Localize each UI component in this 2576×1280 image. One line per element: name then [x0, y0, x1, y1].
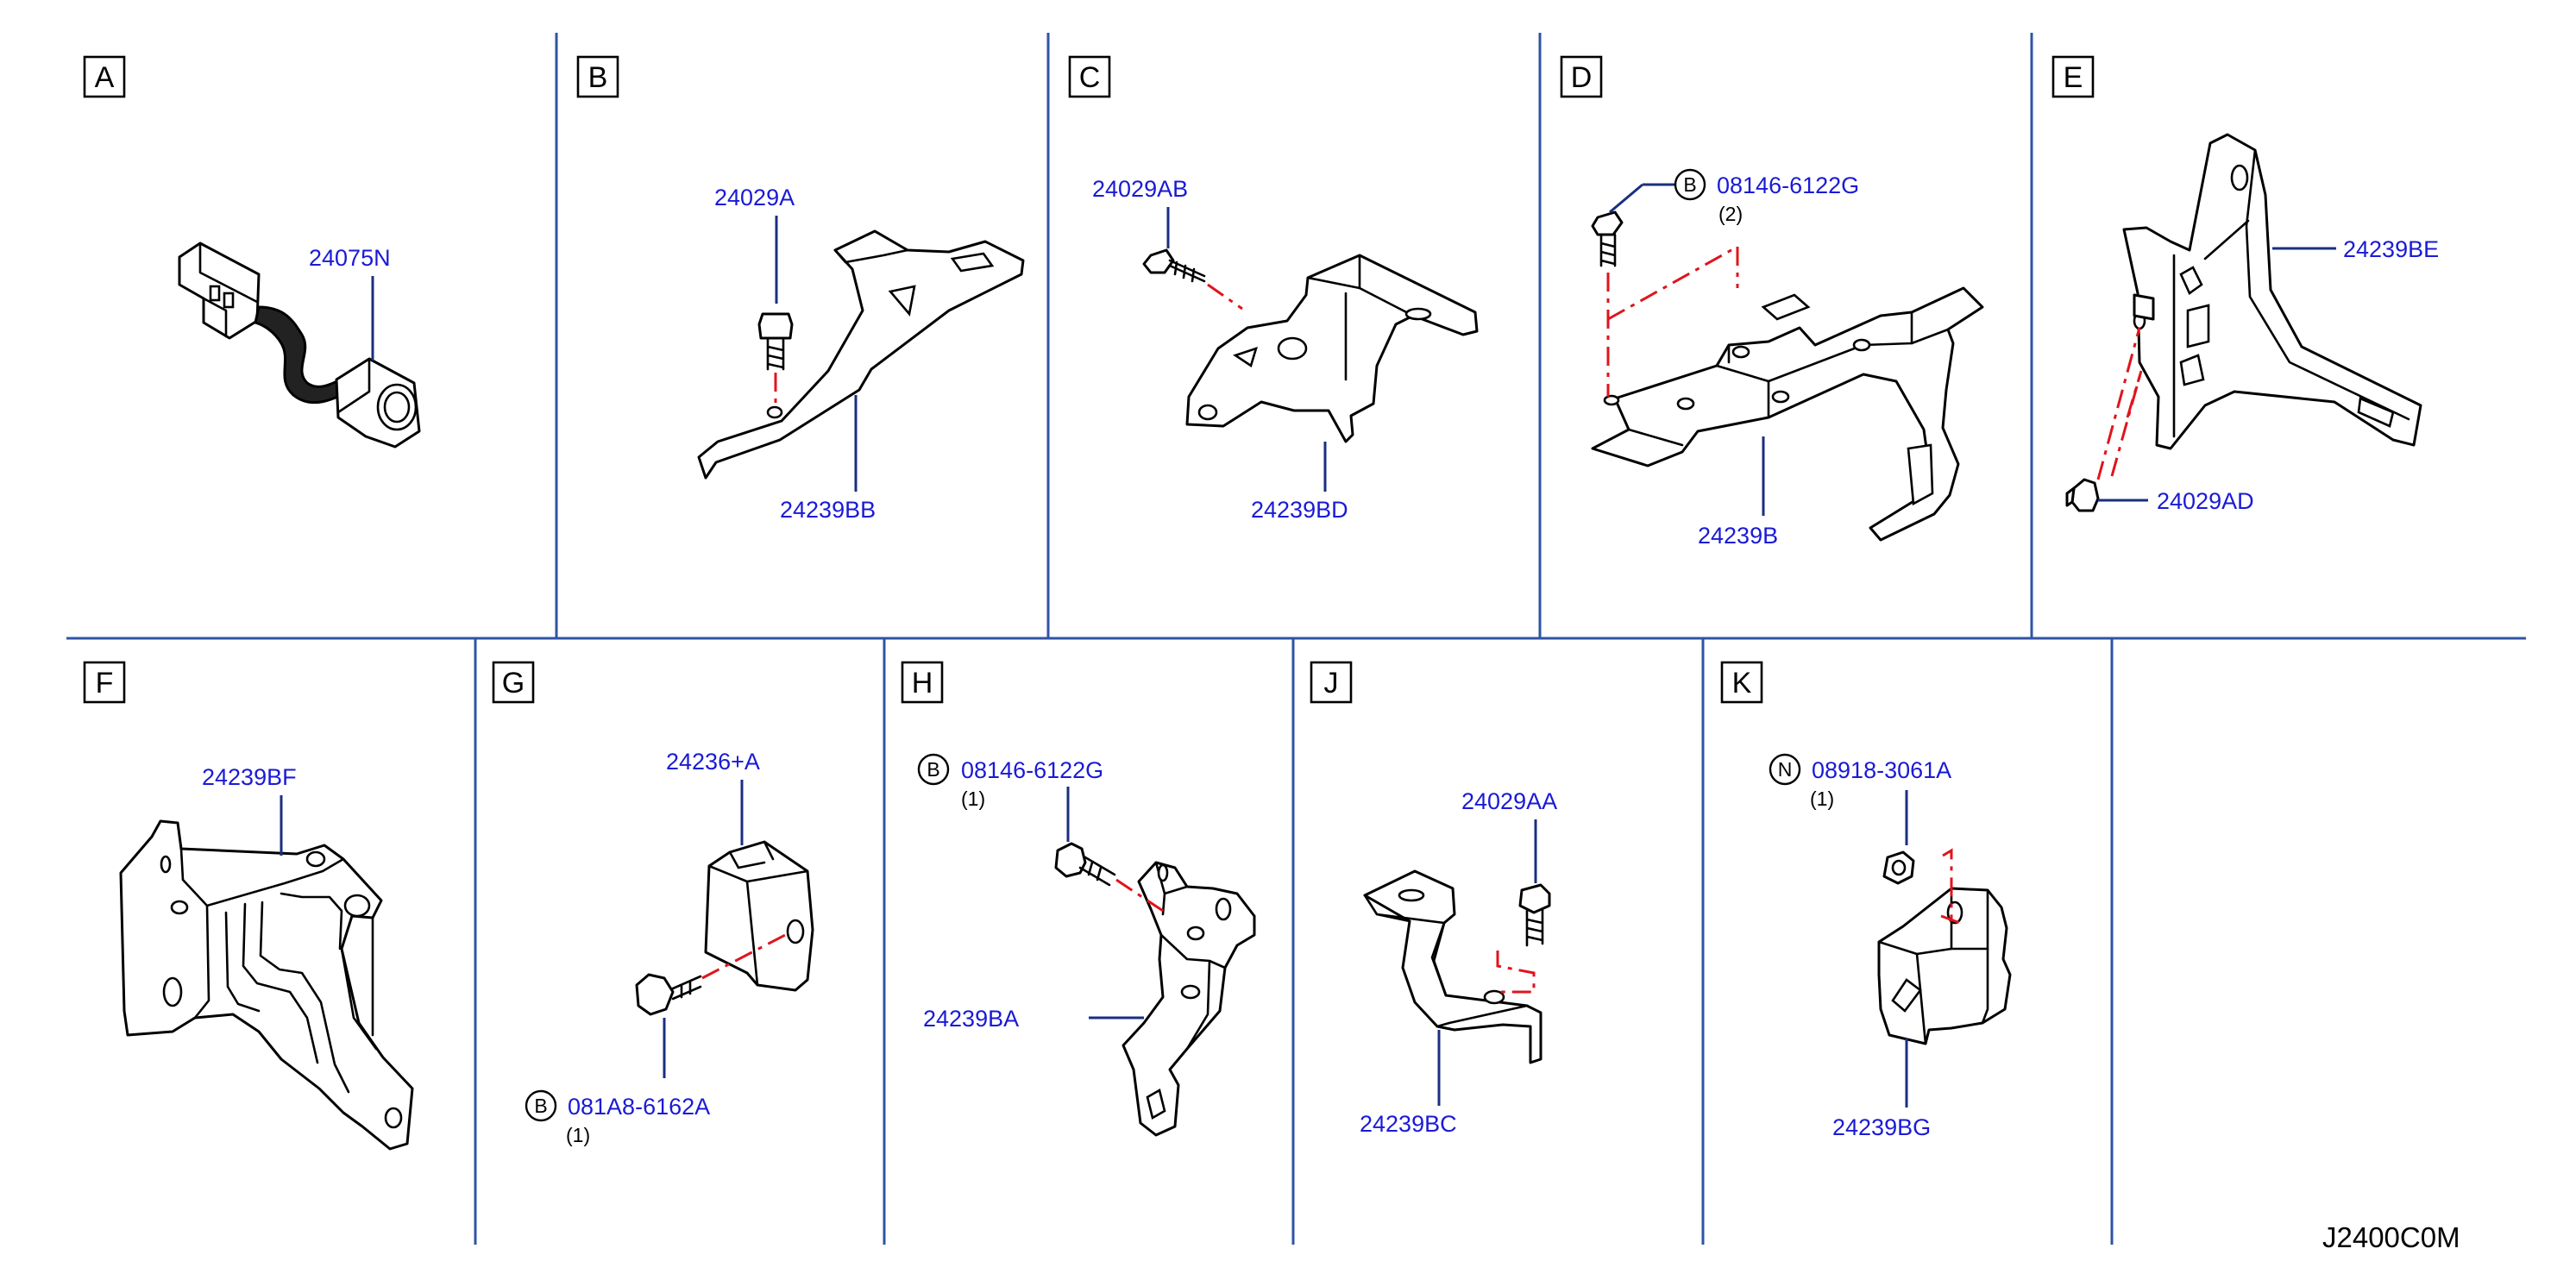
- bracket-illustration: [1054, 842, 1256, 1137]
- part-callout: B 08146-6122G (1): [917, 753, 1103, 842]
- part-callout: 24239BG: [1832, 1038, 1931, 1140]
- panel-letter: A: [95, 61, 115, 94]
- part-symbol: B: [534, 1095, 547, 1117]
- panel-letter-box: [2051, 55, 2095, 98]
- panel-j: J 24029AA 24239BC: [1310, 661, 1557, 1137]
- panel-a: A 24075N: [83, 55, 421, 449]
- symbol-circle: [1769, 753, 1801, 786]
- part-number: 24029AA: [1461, 788, 1557, 814]
- part-symbol: B: [927, 758, 939, 781]
- part-number: 24239BF: [202, 764, 297, 790]
- panel-k: K N 08918-3061A (1) 24239BG: [1720, 661, 2012, 1140]
- panel-letter-box: [1720, 661, 1763, 704]
- part-callout: B 081A8-6162A (1): [525, 1018, 710, 1146]
- panel-letter-box: [1560, 55, 1603, 98]
- part-number: 24239BG: [1832, 1114, 1931, 1140]
- panel-e: E 24239BE 24029AD: [2051, 55, 2439, 514]
- panel-letter: F: [96, 667, 114, 700]
- panel-letter: B: [588, 61, 608, 94]
- part-callout: 24239B: [1698, 436, 1778, 549]
- panel-h: H B 08146-6122G (1) 24239BA: [901, 661, 1256, 1137]
- part-callout: 24029AD: [2098, 488, 2254, 514]
- bracket-illustration: [1877, 848, 2012, 1045]
- part-number: 24239BC: [1360, 1111, 1457, 1137]
- bracket-illustration: [119, 819, 414, 1151]
- diagram-code: J2400C0M: [2322, 1221, 2460, 1253]
- part-number: 24236+A: [666, 749, 760, 775]
- panel-letter: C: [1079, 61, 1101, 94]
- part-callout: 24239BE: [2272, 236, 2439, 262]
- part-number: 24075N: [309, 245, 391, 271]
- part-symbol: B: [1683, 173, 1696, 196]
- part-callout: 24029A: [714, 185, 795, 304]
- part-callout: 24239BB: [780, 395, 876, 523]
- part-symbol: N: [1778, 758, 1793, 781]
- part-number: 24029AD: [2157, 488, 2254, 514]
- bracket-illustration: [1363, 869, 1551, 1064]
- panel-letter: E: [2064, 61, 2083, 94]
- panel-letter-box: [83, 661, 126, 704]
- panel-letter: J: [1324, 667, 1339, 700]
- panel-letter-box: [576, 55, 619, 98]
- panel-b: B 24029A 24239BB: [576, 55, 1025, 523]
- part-number: 24239BE: [2343, 236, 2439, 262]
- panel-c: C 24029AB 24239BD: [1068, 55, 1479, 523]
- part-number: 08146-6122G: [1717, 173, 1859, 198]
- part-callout: B 08146-6122G (2): [1609, 168, 1859, 225]
- panel-letter-box: [1310, 661, 1353, 704]
- symbol-circle: [1674, 168, 1706, 201]
- panel-letter-box: [83, 55, 126, 98]
- part-number: 24029AB: [1092, 176, 1188, 202]
- part-quantity: (1): [961, 787, 985, 810]
- panel-letter: H: [912, 667, 933, 700]
- part-callout: 24239BD: [1251, 442, 1348, 523]
- sensor-harness-illustration: [178, 242, 421, 449]
- part-callout: 24029AB: [1092, 176, 1188, 248]
- panel-g: G 24236+A B 081A8-6162A (1): [492, 661, 814, 1146]
- part-number: 24239BD: [1251, 497, 1348, 523]
- panel-letter: K: [1732, 667, 1752, 700]
- part-number: 24239BA: [923, 1006, 1019, 1032]
- bracket-illustration: [697, 229, 1025, 480]
- part-quantity: (1): [566, 1124, 590, 1146]
- bracket-illustration: [635, 840, 814, 1016]
- part-number: 08918-3061A: [1812, 757, 1951, 783]
- panel-f: F 24239BF: [83, 661, 414, 1151]
- panel-dividers: [66, 33, 2526, 1245]
- bracket-illustration: [2065, 133, 2422, 512]
- part-number: 24239B: [1698, 523, 1778, 549]
- bracket-illustration: [1591, 210, 1984, 542]
- part-number: 24029A: [714, 185, 795, 210]
- part-callout: N 08918-3061A (1): [1769, 753, 1951, 845]
- part-callout: 24075N: [309, 245, 391, 361]
- panel-letter-box: [492, 661, 535, 704]
- symbol-circle: [917, 753, 950, 786]
- part-callout: 24236+A: [666, 749, 760, 845]
- part-quantity: (2): [1718, 203, 1743, 225]
- part-callout: 24239BC: [1360, 1030, 1457, 1137]
- part-callout: 24239BF: [202, 764, 297, 856]
- panel-letter-box: [1068, 55, 1111, 98]
- part-number: 24239BB: [780, 497, 876, 523]
- panel-letter: D: [1571, 61, 1593, 94]
- panel-letter: G: [502, 667, 525, 700]
- part-quantity: (1): [1810, 787, 1834, 810]
- part-number: 08146-6122G: [961, 757, 1103, 783]
- panel-letter-box: [901, 661, 944, 704]
- bracket-illustration: [1142, 248, 1479, 443]
- part-callout: 24029AA: [1461, 788, 1557, 883]
- panel-d: D B 08146-6122G (2): [1560, 55, 1984, 549]
- part-number: 081A8-6162A: [568, 1094, 710, 1120]
- symbol-circle: [525, 1089, 557, 1122]
- part-callout: 24239BA: [923, 1006, 1144, 1032]
